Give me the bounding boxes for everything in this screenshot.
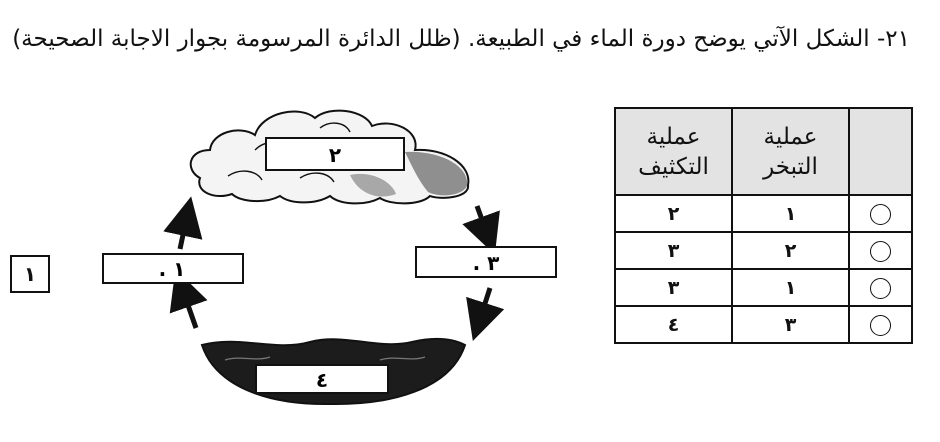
label-box-right xyxy=(415,246,557,278)
option-cell[interactable] xyxy=(848,194,913,233)
header-evaporation: عملية التبخر xyxy=(731,107,850,196)
question-text: ٢١- الشكل الآتي يوضح دورة الماء في الطبي… xyxy=(12,26,910,52)
table-row[interactable]: ١ ٣ xyxy=(614,268,913,307)
label-top: ٢ xyxy=(329,143,341,167)
condensation-cell: ٢ xyxy=(614,194,733,233)
table-header-row: عملية التبخر عملية التكثيف xyxy=(614,107,913,196)
arrow-up-bottom-left-icon xyxy=(169,269,208,329)
answer-table: عملية التبخر عملية التكثيف ١ ٢ ٢ ٣ ١ ٣ ٣… xyxy=(614,107,913,344)
radio-circle-icon[interactable] xyxy=(870,277,891,299)
arrow-down-bottom-right-icon xyxy=(466,287,505,342)
label-left: . ١ xyxy=(159,257,186,281)
water-cycle-diagram: ٢ . ١ . ٣ ٤ xyxy=(102,109,557,406)
evaporation-cell: ٣ xyxy=(731,305,850,344)
table-row[interactable]: ١ ٢ xyxy=(614,194,913,233)
option-cell[interactable] xyxy=(848,268,913,307)
label-box-left xyxy=(102,253,244,284)
radio-circle-icon[interactable] xyxy=(870,203,891,225)
radio-circle-icon[interactable] xyxy=(870,240,891,262)
arrow-down-right-icon xyxy=(462,205,500,255)
header-option xyxy=(848,107,913,196)
label-right: . ٣ xyxy=(473,251,500,275)
radio-circle-icon[interactable] xyxy=(870,314,891,336)
label-box-bottom xyxy=(255,364,389,394)
condensation-cell: ٤ xyxy=(614,305,733,344)
option-cell[interactable] xyxy=(848,305,913,344)
evaporation-cell: ٢ xyxy=(731,231,850,270)
option-cell[interactable] xyxy=(848,231,913,270)
evaporation-cell: ١ xyxy=(731,268,850,307)
arrow-up-left-icon xyxy=(163,196,203,250)
condensation-cell: ٣ xyxy=(614,268,733,307)
table-row[interactable]: ٢ ٣ xyxy=(614,231,913,270)
evaporation-cell: ١ xyxy=(731,194,850,233)
label-box-top xyxy=(265,137,405,171)
page-number-box: ١ xyxy=(10,255,50,293)
header-condensation: عملية التكثيف xyxy=(614,107,733,196)
table-row[interactable]: ٣ ٤ xyxy=(614,305,913,344)
label-bottom: ٤ xyxy=(316,368,328,392)
condensation-cell: ٣ xyxy=(614,231,733,270)
